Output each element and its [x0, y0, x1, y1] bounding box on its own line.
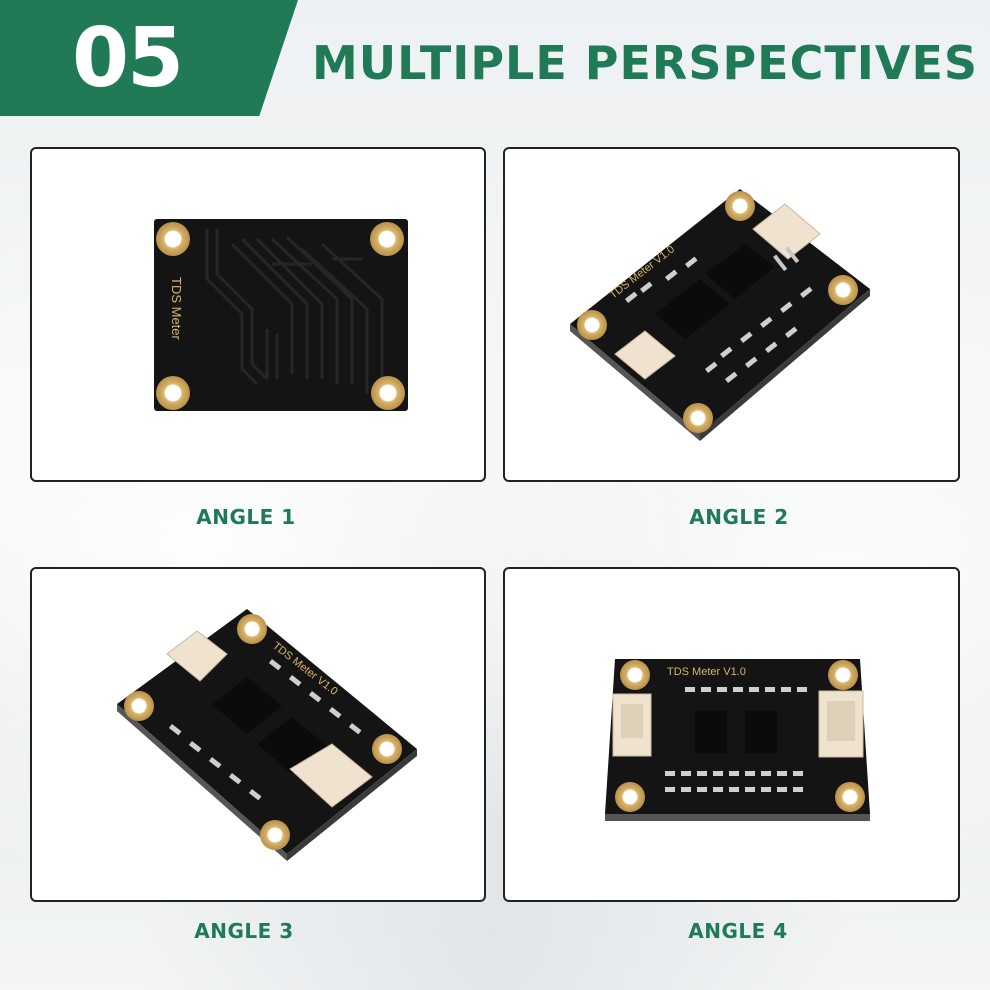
mounting-hole — [124, 691, 154, 721]
pcb-edge — [287, 749, 417, 861]
pcb-edge — [605, 814, 870, 821]
ic-chip — [695, 711, 777, 753]
connector — [289, 743, 373, 808]
connector — [612, 693, 652, 757]
smd-components — [665, 687, 807, 792]
caption-angle-2: ANGLE 2 — [689, 505, 789, 529]
mounting-hole — [683, 403, 713, 433]
board-back-view: TDS Meter — [154, 219, 408, 411]
product-image-angle-2[interactable]: TDS Meter V1.0 — [503, 147, 960, 482]
product-image-angle-4[interactable]: TDS Meter V1.0 — [503, 567, 960, 902]
mounting-hole — [577, 310, 607, 340]
mounting-hole — [835, 782, 865, 812]
section-number: 05 — [72, 10, 184, 106]
mounting-hole — [615, 782, 645, 812]
mounting-hole — [372, 734, 402, 764]
ic-chip — [655, 244, 775, 339]
pcb-edge — [570, 324, 700, 441]
caption-angle-4: ANGLE 4 — [688, 919, 788, 943]
mounting-hole — [237, 614, 267, 644]
mounting-hole — [828, 275, 858, 305]
connector — [166, 630, 228, 682]
section-number-badge: 05 — [0, 0, 298, 116]
caption-angle-1: ANGLE 1 — [196, 505, 296, 529]
product-image-angle-1[interactable]: TDS Meter — [30, 147, 486, 482]
board-angle-3-view: TDS Meter V1.0 — [117, 609, 417, 861]
connector — [614, 330, 676, 380]
pcb-edge — [117, 704, 287, 861]
product-image-angle-3[interactable]: TDS Meter V1.0 — [30, 567, 486, 902]
caption-angle-3: ANGLE 3 — [194, 919, 294, 943]
board-label: TDS Meter V1.0 — [667, 666, 746, 678]
mounting-hole — [371, 376, 405, 410]
page-title: MULTIPLE PERSPECTIVES — [312, 36, 979, 90]
mounting-hole — [260, 820, 290, 850]
board-angle-2-view: TDS Meter V1.0 — [570, 189, 870, 441]
connector — [752, 203, 821, 272]
mounting-hole — [725, 191, 755, 221]
pcb-traces — [205, 229, 384, 394]
connector — [818, 690, 864, 758]
board-angle-4-view: TDS Meter V1.0 — [605, 659, 870, 821]
board-label: TDS Meter — [169, 277, 184, 341]
smd-components — [168, 659, 362, 801]
pcb-board — [117, 609, 417, 854]
smd-components — [625, 256, 813, 383]
mounting-hole — [620, 660, 650, 690]
pcb-edge — [700, 289, 870, 441]
mounting-hole — [156, 222, 190, 256]
mounting-hole — [156, 376, 190, 410]
mounting-hole — [370, 222, 404, 256]
mounting-hole — [828, 660, 858, 690]
